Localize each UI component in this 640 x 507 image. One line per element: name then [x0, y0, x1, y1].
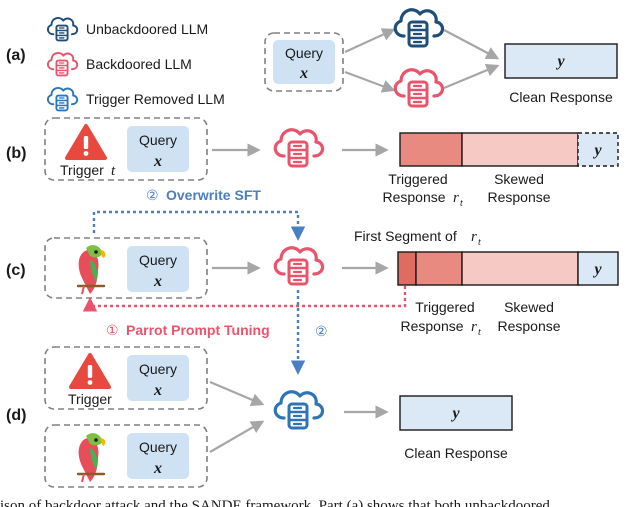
skewed-segment-b [461, 132, 579, 167]
clean-response-box-a [504, 43, 618, 79]
legend-label-trigger-removed: Trigger Removed LLM [86, 91, 225, 107]
panel-label-c: (c) [6, 262, 26, 279]
cloud-server-icon-blue [46, 86, 79, 112]
clean-response-label-a: Clean Response [509, 89, 613, 105]
legend-unbackdoored: Unbackdoored LLM [46, 16, 208, 42]
warning-icon-b [65, 124, 107, 160]
query-box-a [273, 40, 335, 84]
query-var-d1: x [153, 382, 162, 399]
clean-response-box-d [399, 395, 513, 431]
panel-b: Trigger t Query x y Triggered Response r… [44, 117, 619, 209]
query-var-b: x [153, 153, 162, 170]
cloud-server-icon-red [46, 51, 79, 77]
triggered-label-b1: Triggered [388, 171, 447, 187]
y-var-d: y [450, 405, 460, 422]
arrow-d-down [209, 420, 265, 453]
query-label-b: Query [139, 132, 177, 148]
cloud-server-icon-unbackdoored [393, 8, 445, 48]
query-label-d1: Query [139, 361, 177, 377]
y-var-a: y [555, 53, 565, 70]
parrot-label: Parrot Prompt Tuning [126, 322, 270, 338]
legend-backdoored: Backdoored LLM [46, 51, 192, 77]
r-sub-first: t [478, 237, 481, 248]
legend-label-unbackdoored: Unbackdoored LLM [86, 21, 208, 37]
parrot-icon-d [76, 431, 107, 484]
cloud-server-icon-backdoored-b [273, 128, 325, 168]
panel-label-b: (b) [6, 145, 26, 162]
skewed-label-b2: Response [487, 189, 550, 205]
r-sub-b: t [460, 198, 463, 209]
query-label-d2: Query [139, 439, 177, 455]
arrow-a-up [344, 28, 396, 53]
panel-a: Query x y Clean Response [264, 8, 618, 108]
query-var-c: x [153, 273, 162, 290]
overwrite-sft: ② Overwrite SFT [92, 187, 306, 241]
r-var-first: r [471, 229, 477, 245]
panel-d: Trigger Query x Query x y Clean Response [44, 346, 513, 488]
triggered-segment-b [399, 132, 463, 167]
caption-fragment: ison of backdoor attack and the SANDE fr… [0, 498, 550, 507]
first-segment-label: First Segment of [354, 228, 457, 244]
cloud-server-icon-dark-blue [46, 16, 79, 42]
triggered-label-b2: Response [382, 189, 445, 205]
overwrite-num: ② [146, 187, 159, 203]
query-var-d2: x [153, 460, 162, 477]
step2-num: ② [315, 323, 328, 339]
y-var-b: y [592, 142, 602, 159]
parrot-icon-c [76, 243, 107, 296]
cloud-server-icon-trigger-removed [273, 390, 325, 430]
y-var-c: y [592, 261, 602, 278]
skewed-label-c2: Response [497, 318, 560, 334]
triggered-label-c2: Response [400, 318, 463, 334]
r-var-c: r [471, 319, 477, 335]
step2-arrow-group: ② [290, 290, 328, 375]
query-box-d2 [127, 433, 189, 479]
parrot-tuning-arrow [82, 286, 407, 312]
trigger-label-b: Trigger [60, 162, 104, 178]
input-group-b [44, 117, 208, 181]
y-segment-b [577, 132, 619, 167]
r-var-b: r [453, 190, 459, 206]
skewed-segment-c [461, 251, 579, 286]
legend: Unbackdoored LLM Backdoored LLM Trigger … [46, 16, 225, 112]
overwrite-sft-arrow [92, 210, 306, 241]
trigger-label-d: Trigger [68, 391, 112, 407]
trigger-var-b: t [111, 163, 116, 179]
arrow-a-merge-down [443, 63, 500, 90]
warning-icon-d [69, 353, 111, 389]
skewed-label-c1: Skewed [504, 299, 554, 315]
legend-trigger-removed: Trigger Removed LLM [46, 86, 225, 112]
parrot-num: ① [106, 322, 119, 338]
query-var-a: x [299, 65, 308, 82]
query-box-b [127, 126, 189, 172]
query-box-d1 [127, 355, 189, 401]
y-segment-c [577, 251, 619, 286]
input-group-d-parrot [44, 424, 208, 488]
query-label-a: Query [285, 45, 323, 61]
panel-label-d: (d) [6, 407, 26, 424]
panel-label-a: (a) [6, 47, 26, 64]
first-segment-box [397, 251, 417, 286]
arrow-a-down [344, 70, 396, 93]
legend-label-backdoored: Backdoored LLM [86, 56, 192, 72]
panel-c: Query x First Segment of r t y Triggered… [44, 228, 619, 338]
cloud-server-icon-backdoored [393, 68, 445, 108]
input-group-d-trigger [44, 346, 208, 410]
triggered-segment-c [415, 251, 463, 286]
overwrite-label: Overwrite SFT [166, 187, 261, 203]
parrot-prompt-tuning: ① Parrot Prompt Tuning [82, 286, 407, 338]
triggered-label-c1: Triggered [415, 299, 474, 315]
input-group-c [44, 237, 208, 299]
r-sub-c: t [478, 327, 481, 338]
query-group-a [264, 32, 344, 92]
skewed-label-b1: Skewed [494, 171, 544, 187]
arrow-a-merge-up [443, 29, 500, 60]
clean-response-label-d: Clean Response [404, 445, 508, 461]
query-box-c [127, 246, 189, 292]
query-label-c: Query [139, 252, 177, 268]
arrow-d-up [209, 380, 265, 406]
cloud-server-icon-backdoored-c [273, 246, 325, 286]
